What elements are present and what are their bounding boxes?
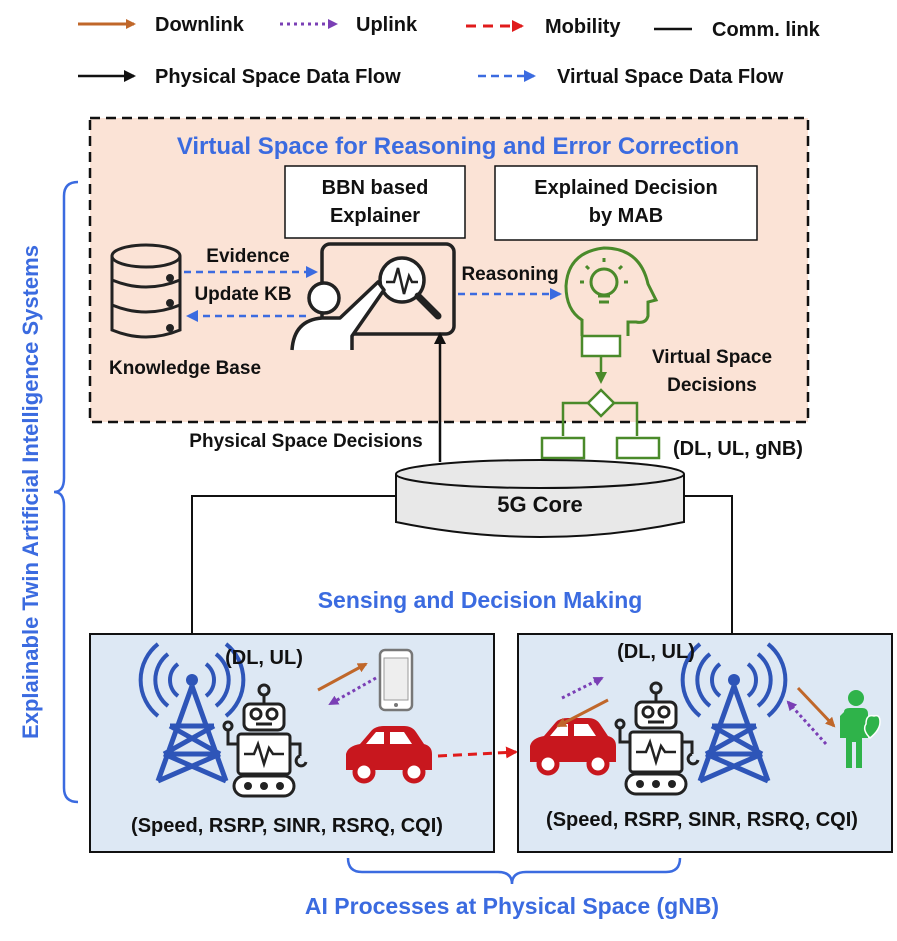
- bottom-bracket: [346, 857, 682, 885]
- gnb-right-metrics: (Speed, RSRP, SINR, RSRQ, CQI): [546, 809, 858, 831]
- explained-decision-line2: by MAB: [589, 205, 663, 227]
- comm-link-left: [191, 495, 396, 676]
- legend-comm-link: Comm. link: [712, 19, 821, 41]
- legend: Downlink Uplink Mobility Comm. link Phys…: [78, 14, 821, 88]
- vs-decisions-line1: Virtual Space: [652, 347, 772, 368]
- uplink-arrow-left: [328, 676, 377, 706]
- smartphone-icon: [378, 648, 414, 712]
- decision-flowchart: [540, 334, 661, 460]
- virtual-space-title: Virtual Space for Reasoning and Error Co…: [177, 133, 739, 160]
- legend-physical-flow: Physical Space Data Flow: [155, 66, 401, 88]
- gnb-left-dl-ul: (DL, UL): [225, 647, 303, 669]
- comm-link-right: [684, 495, 733, 676]
- vs-decisions-line2: Decisions: [667, 375, 757, 396]
- head-lightbulb-icon: [564, 246, 659, 336]
- legend-mobility: Mobility: [545, 16, 621, 38]
- downlink-arrow-right-car: [556, 698, 609, 728]
- uplink-arrow-right-car: [561, 676, 604, 700]
- 5g-core-cylinder: [395, 459, 685, 538]
- explained-decision-box: [494, 165, 758, 241]
- side-bracket: [53, 180, 79, 804]
- gnb-right-dl-ul: (DL, UL): [617, 641, 695, 663]
- person-heart-icon: [840, 690, 881, 768]
- 5g-core-label: 5G Core: [497, 492, 583, 517]
- evidence-label: Evidence: [206, 246, 289, 267]
- sensing-title: Sensing and Decision Making: [318, 587, 643, 613]
- side-label: Explainable Twin Artificial Intelligence…: [18, 245, 43, 739]
- gnb-left-metrics: (Speed, RSRP, SINR, RSRQ, CQI): [131, 815, 443, 837]
- physical-space-decisions-label: Physical Space Decisions: [189, 431, 422, 452]
- explainer-presenter-icon: [290, 242, 456, 351]
- mobility-arrow: [437, 746, 518, 759]
- downlink-arrow-right-person: [796, 686, 836, 728]
- update-kb-label: Update KB: [194, 284, 291, 305]
- explainer-label-line1: BBN based: [322, 177, 429, 199]
- legend-downlink: Downlink: [155, 14, 245, 36]
- dl-ul-gnb-label: (DL, UL, gNB): [673, 438, 803, 460]
- knowledge-base-label: Knowledge Base: [109, 358, 261, 379]
- explainer-label-line2: Explainer: [330, 205, 420, 227]
- database-icon: [110, 243, 182, 339]
- reasoning-label: Reasoning: [461, 264, 558, 285]
- bottom-title: AI Processes at Physical Space (gNB): [305, 893, 719, 919]
- legend-uplink: Uplink: [356, 14, 418, 36]
- downlink-arrow-left: [317, 662, 368, 692]
- explained-decision-line1: Explained Decision: [534, 177, 717, 199]
- legend-virtual-flow: Virtual Space Data Flow: [557, 66, 784, 88]
- explainer-box: [284, 165, 466, 239]
